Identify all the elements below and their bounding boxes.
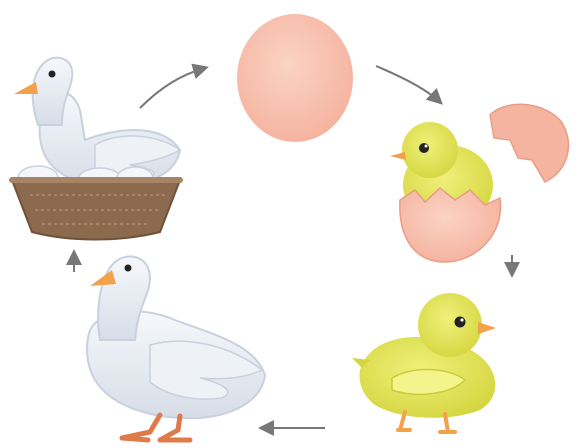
gosling-icon <box>352 293 496 432</box>
arrow-nest-to-egg <box>140 68 205 108</box>
goose-on-nest-icon <box>12 58 180 240</box>
egg-icon <box>237 14 353 142</box>
adult-goose-icon <box>87 256 265 440</box>
hatching-gosling-icon <box>390 104 568 262</box>
arrow-egg-to-hatching <box>376 66 440 102</box>
